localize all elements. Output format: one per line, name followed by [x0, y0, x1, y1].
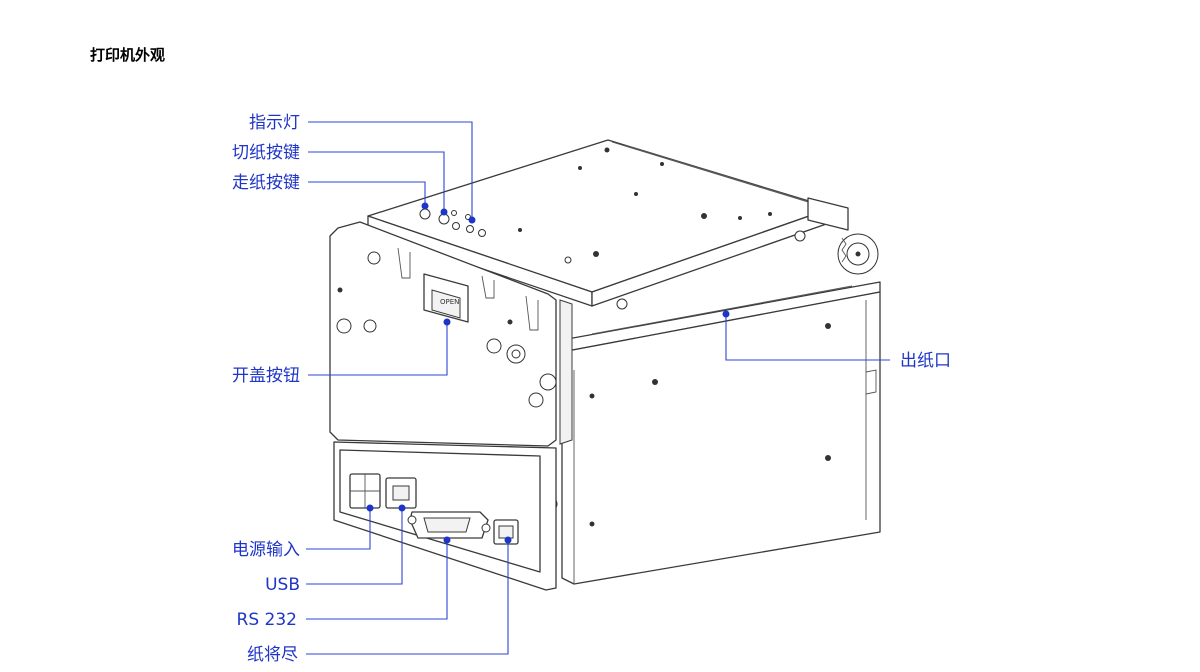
- feed-button: [419, 208, 431, 220]
- callout-lines: [306, 121, 890, 655]
- page-title: 打印机外观: [90, 46, 166, 64]
- label-feed-button: 走纸按键: [232, 173, 300, 193]
- indicator-light: [466, 225, 474, 233]
- label-paper-exit: 出纸口: [900, 351, 951, 371]
- svg-text:OPEN: OPEN: [440, 298, 459, 306]
- label-open-cover-button: 开盖按钮: [232, 366, 300, 386]
- label-cut-button: 切纸按键: [232, 143, 300, 163]
- printer-front-plate: [329, 221, 557, 447]
- label-usb: USB: [265, 575, 300, 595]
- printer-illustration: OPEN: [329, 139, 881, 591]
- label-indicator: 指示灯: [249, 113, 300, 133]
- callout-labels: 指示灯 切纸按键 走纸按键 开盖按钮 出纸口 电源输入 USB RS 232 纸…: [232, 113, 951, 665]
- label-power-input: 电源输入: [232, 540, 300, 560]
- label-rs232: RS 232: [237, 610, 297, 630]
- printer-side-panel: [561, 291, 881, 585]
- label-paper-near-end: 纸将尽: [247, 645, 298, 665]
